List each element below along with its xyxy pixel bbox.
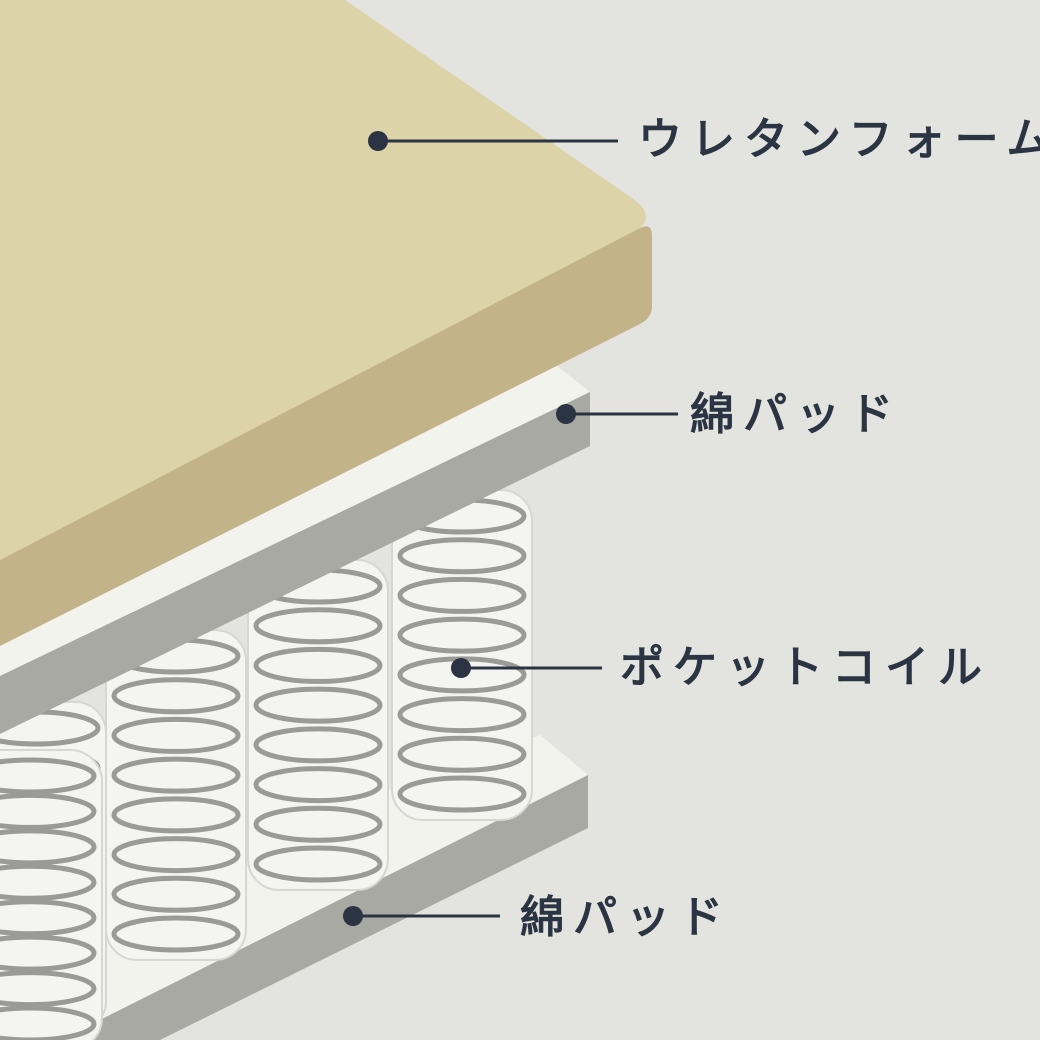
pocket-coil-spring — [0, 749, 103, 1040]
coil-turn — [253, 607, 383, 645]
pocket-coil-label: ポケットコイル — [620, 642, 991, 693]
pocket-coil-spring — [105, 629, 247, 961]
callout-urethane-foam — [368, 131, 618, 151]
coil-turn — [253, 686, 383, 724]
cotton-pad-top-label: 綿パッド — [690, 389, 902, 440]
coil-turn — [397, 696, 527, 734]
coil-turn — [0, 757, 97, 795]
coil-turn — [397, 616, 527, 654]
coil-turn — [253, 845, 383, 883]
coil-turn — [0, 970, 97, 1008]
coil-turn — [0, 934, 97, 972]
coil-turn — [111, 677, 241, 715]
pocket-coil-layer — [0, 489, 533, 1040]
coil-turn — [0, 792, 97, 830]
coil-turn — [0, 828, 97, 866]
bottom-pad-side-face — [60, 775, 588, 1040]
cotton-pad-bottom-label: 綿パッド — [520, 892, 732, 943]
pocket-coil-spring — [391, 489, 533, 821]
coil-turn — [397, 775, 527, 813]
top-pad-side-face — [0, 392, 590, 734]
coil-turn — [253, 646, 383, 684]
coil-turn — [111, 756, 241, 794]
callout-pocket-coil — [451, 658, 602, 678]
coil-turn — [0, 899, 97, 937]
coil-turn — [111, 836, 241, 874]
coil-turn — [253, 766, 383, 804]
coil-turn — [253, 726, 383, 764]
coil-turn — [111, 875, 241, 913]
coil-turn — [397, 537, 527, 575]
coil-turn — [0, 863, 97, 901]
urethane-foam-label: ウレタンフォーム — [638, 114, 1040, 165]
coil-turn — [0, 1005, 97, 1040]
foam-side-face — [0, 226, 652, 646]
callout-cotton-pad-bottom — [343, 906, 500, 926]
coil-turn — [111, 716, 241, 754]
top-pad-top-face — [0, 362, 590, 676]
top-cotton-pad — [0, 362, 590, 734]
callout-cotton-pad-top — [556, 404, 678, 424]
coil-turn — [397, 576, 527, 614]
pocket-coil-spring — [247, 559, 389, 891]
coil-turn — [111, 915, 241, 953]
coil-turn — [253, 805, 383, 843]
coil-turn — [111, 796, 241, 834]
coil-turn — [397, 735, 527, 773]
